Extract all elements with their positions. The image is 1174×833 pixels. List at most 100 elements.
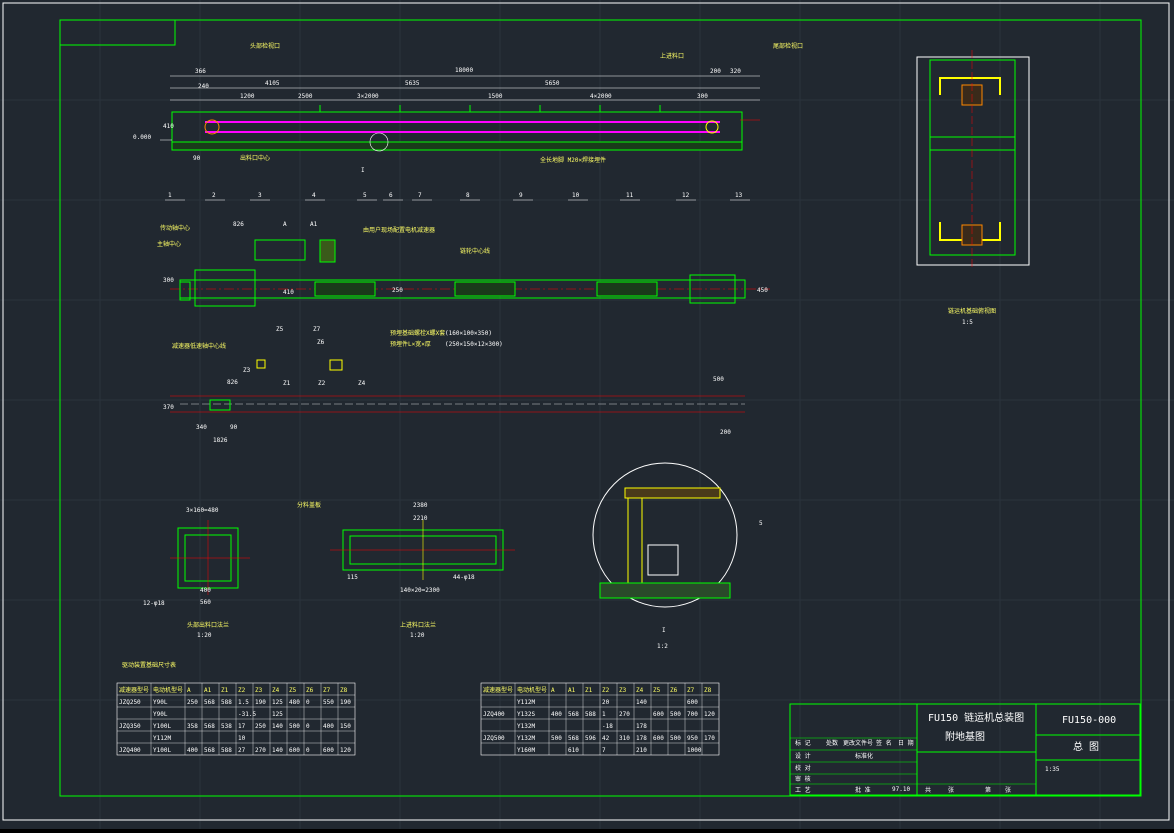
inlet-flange — [330, 520, 515, 580]
inlet-flange-dim-total: 140×20=2300 — [400, 587, 440, 594]
inlet-flange-scale: 1:20 — [410, 632, 425, 639]
dim-z3: Z3 — [243, 367, 251, 374]
table-cell: 538 — [221, 723, 232, 730]
head-flange-dim-400: 400 — [200, 587, 211, 594]
title-block-row1-date: 日 期 — [898, 739, 914, 747]
label-bolt-dim1: (160×100×350) — [445, 330, 492, 337]
table-cell: Y100L — [153, 723, 171, 730]
dim-4x2000: 4×2000 — [590, 93, 612, 100]
dim-240: 240 — [198, 83, 209, 90]
table-header-cell: Z6 — [670, 687, 678, 694]
part-9: 9 — [519, 192, 523, 199]
table-cell: 1000 — [687, 747, 702, 754]
table-cell: 700 — [687, 711, 698, 718]
inlet-flange-holes: 44-φ18 — [453, 574, 475, 581]
table-cell: JZQ400 — [119, 747, 141, 754]
dim-370: 370 — [163, 404, 174, 411]
label-outlet-center: 出料口中心 — [240, 154, 270, 162]
dim-450: 450 — [757, 287, 768, 294]
title-block-row1-sign: 签 名 — [876, 739, 892, 747]
title-block-approve: 批 准 — [855, 786, 871, 794]
table-header-cell: 电动机型号 — [517, 686, 547, 694]
table-cell: 568 — [568, 735, 579, 742]
title-block-sheet-unit: 张 — [1005, 786, 1011, 794]
table-cell: 140 — [636, 699, 647, 706]
table-header-cell: Z7 — [323, 687, 331, 694]
head-flange-dim-top: 3×160=480 — [186, 507, 219, 514]
outer-border — [2, 2, 1170, 821]
table-cell: 610 — [568, 747, 579, 754]
table-header-cell: Z8 — [704, 687, 712, 694]
head-flange-title: 头部出料口法兰 — [187, 621, 229, 629]
title-block-name-line1: FU150 链运机总装图 — [928, 711, 1024, 724]
table-cell: Y132M — [517, 735, 535, 742]
table-cell: 358 — [187, 723, 198, 730]
elevation-zero-label: 0.000 — [133, 134, 151, 141]
side-view — [916, 50, 1030, 270]
table-cell: 1.5 — [238, 699, 249, 706]
title-block-sheet-no: 第 — [985, 786, 991, 794]
table-cell: 178 — [636, 723, 647, 730]
part-8: 8 — [466, 192, 470, 199]
table-cell: 125 — [272, 711, 283, 718]
conveyor-elevation-view — [160, 75, 760, 152]
detail-weld-symbol: 5 — [759, 520, 763, 527]
table-cell: 27 — [238, 747, 246, 754]
conveyor-plan-view — [170, 239, 770, 307]
part-6: 6 — [389, 192, 393, 199]
table-cell: 950 — [687, 735, 698, 742]
table-cell: 17 — [238, 723, 246, 730]
inner-border — [59, 19, 1142, 797]
head-flange-holes: 12-φ18 — [143, 600, 165, 607]
inlet-flange-dim-2380: 2380 — [413, 502, 428, 509]
table-cell: 1 — [602, 711, 606, 718]
dim-2500: 2500 — [298, 93, 313, 100]
dim-250: 250 — [392, 287, 403, 294]
part-2: 2 — [212, 192, 216, 199]
title-block-row1-mark: 标 记 — [795, 739, 811, 747]
table-cell: 588 — [221, 747, 232, 754]
table-cell: 600 — [289, 747, 300, 754]
part-12: 12 — [682, 192, 690, 199]
title-block-sheets: 张 — [948, 786, 954, 794]
table-cell: Y90L — [153, 711, 168, 718]
dim-410-plan: 410 — [283, 289, 294, 296]
table-header-cell: 减速器型号 — [119, 686, 149, 694]
dim-90-foundation: 90 — [230, 424, 238, 431]
label-reducer-center: 减速器低速轴中心线 — [172, 342, 226, 350]
table-cell: 120 — [704, 711, 715, 718]
table-cell: 588 — [585, 711, 596, 718]
dim-z4: Z4 — [358, 380, 366, 387]
table-cell: 596 — [585, 735, 596, 742]
head-flange-dim-560: 560 — [200, 599, 211, 606]
dim-500: 500 — [713, 376, 724, 383]
title-block-name-line2: 附地基图 — [945, 730, 985, 743]
table-header-cell: Z7 — [687, 687, 695, 694]
dim-410: 410 — [163, 123, 174, 130]
table-cell: 150 — [340, 723, 351, 730]
table-cell: 400 — [187, 747, 198, 754]
title-block-design: 设 计 — [795, 752, 811, 760]
table-header-cell: Z2 — [602, 687, 610, 694]
table-cell: 210 — [636, 747, 647, 754]
dim-5650: 5650 — [545, 80, 560, 87]
table-cell: JZQ400 — [483, 711, 505, 718]
dim-5635: 5635 — [405, 80, 420, 87]
table-header-cell: Z8 — [340, 687, 348, 694]
part-13: 13 — [735, 192, 743, 199]
table-header-cell: Z2 — [238, 687, 246, 694]
title-block-date: 97.10 — [892, 786, 910, 793]
table-cell: 10 — [238, 735, 246, 742]
inlet-flange-title: 上进料口法兰 — [400, 621, 436, 629]
table-cell: 500 — [670, 711, 681, 718]
table-cell: 568 — [204, 723, 215, 730]
table-cell: 310 — [619, 735, 630, 742]
table-cell: 250 — [255, 723, 266, 730]
table-header-cell: 减速器型号 — [483, 686, 513, 694]
table-cell: 568 — [204, 699, 215, 706]
label-bolt-dim2: (250×150×12×300) — [445, 341, 503, 348]
section-mark-i: I — [361, 167, 365, 174]
part-11: 11 — [626, 192, 634, 199]
